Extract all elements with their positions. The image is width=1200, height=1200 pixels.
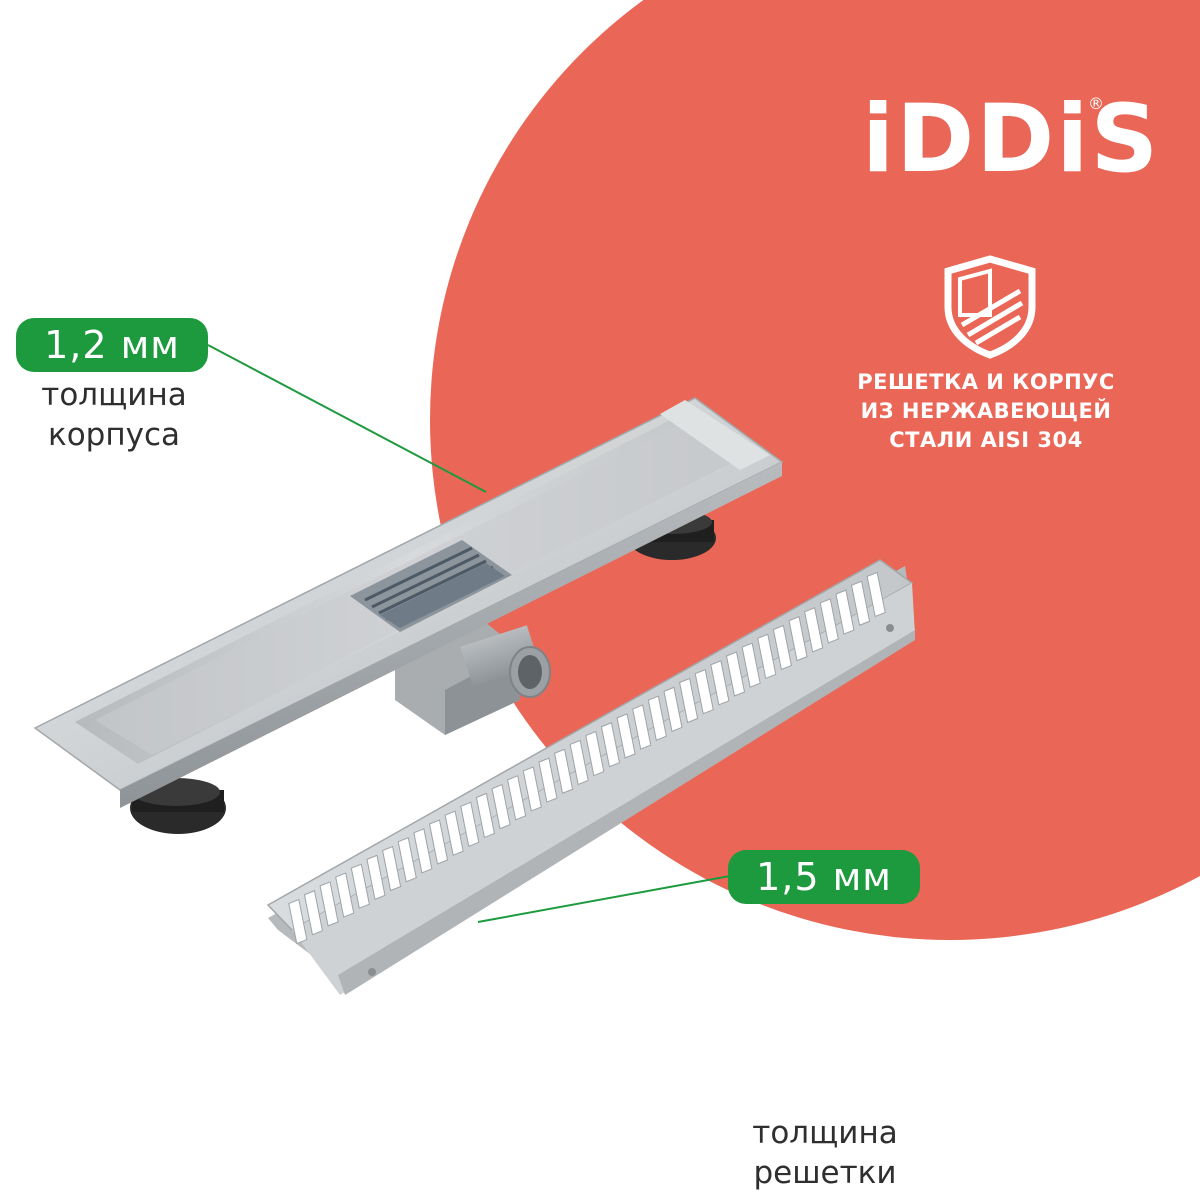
grate-slot <box>632 704 652 750</box>
grate-slot <box>600 722 621 768</box>
grate-slot <box>835 589 855 635</box>
grate-slot <box>288 898 308 945</box>
grate-slot <box>585 730 605 777</box>
grate-slot <box>491 783 511 830</box>
brand-logo: iDDiS <box>862 85 1161 194</box>
grate-slot <box>772 624 792 671</box>
grate-slots <box>288 571 886 945</box>
grate-slot <box>460 801 480 848</box>
registered-mark: ® <box>1088 94 1104 113</box>
grate-slot <box>647 695 667 741</box>
feature-line-1: РЕШЕТКА И КОРПУС <box>857 370 1115 394</box>
grate-slot <box>507 775 527 821</box>
body-caption-line-1: толщина <box>41 377 187 413</box>
drain-channel <box>33 397 784 834</box>
grate-slot <box>335 872 355 918</box>
grate-slot <box>553 748 574 794</box>
grate-slot <box>538 757 558 803</box>
leader-line-body <box>207 344 487 493</box>
grate-slot <box>319 881 339 927</box>
grate-slot <box>366 854 386 901</box>
grate <box>266 559 915 995</box>
body-thickness-badge: 1,2 мм <box>16 318 208 372</box>
grate-slot <box>850 580 871 626</box>
grate-caption-line-1: толщина <box>752 1115 898 1151</box>
grate-thickness-caption: толщина решетки <box>722 1113 928 1193</box>
leader-line-grate <box>477 875 731 923</box>
grate-slot <box>819 598 839 644</box>
material-feature-text: РЕШЕТКА И КОРПУС ИЗ НЕРЖАВЕЮЩЕЙ СТАЛИ AI… <box>846 368 1126 455</box>
grate-slot <box>444 810 464 856</box>
grate-slot <box>616 713 636 759</box>
grate-slot <box>804 607 824 653</box>
grate-slot <box>350 863 370 909</box>
feature-line-3: СТАЛИ AISI 304 <box>889 428 1083 452</box>
grate-slot <box>757 633 777 680</box>
grate-caption-line-2: решетки <box>753 1155 897 1191</box>
grate-slot <box>475 792 495 839</box>
grate-slot <box>694 668 714 715</box>
grate-thickness-badge: 1,5 мм <box>728 850 920 904</box>
feature-line-2: ИЗ НЕРЖАВЕЮЩЕЙ <box>860 399 1112 423</box>
grate-slot <box>522 766 542 812</box>
grate-slot <box>663 686 683 733</box>
grate-slot <box>788 615 808 662</box>
body-thickness-caption: толщина корпуса <box>14 375 214 455</box>
shield-icon <box>944 255 1036 359</box>
body-caption-line-2: корпуса <box>47 417 181 453</box>
grate-slot <box>397 836 417 883</box>
grate-slot <box>725 651 746 697</box>
grate-slot <box>710 660 730 706</box>
grate-slot <box>413 828 433 874</box>
grate-slot <box>428 819 449 865</box>
grate-slot <box>303 890 324 936</box>
grate-slot <box>569 739 589 786</box>
grate-slot <box>679 677 699 724</box>
siphon-insert <box>350 540 512 632</box>
grate-slot <box>866 571 886 618</box>
grate-slot <box>382 845 402 892</box>
grate-slot <box>741 642 761 688</box>
